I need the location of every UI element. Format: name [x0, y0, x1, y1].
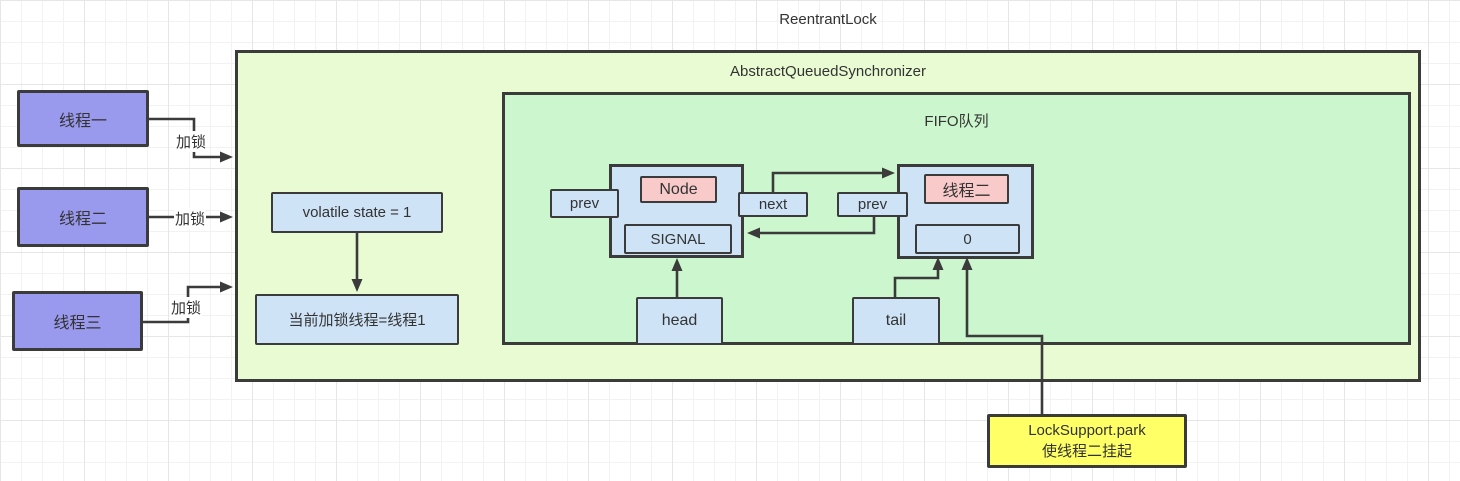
- node-1-prev-field: prev: [550, 189, 619, 218]
- aqs-label: AbstractQueuedSynchronizer: [730, 63, 926, 80]
- node-1-next-field: next: [738, 192, 808, 217]
- node-1-title: Node: [640, 176, 717, 203]
- node-1-waitstatus: SIGNAL: [624, 224, 732, 254]
- park-note-box: LockSupport.park 使线程二挂起: [987, 414, 1187, 468]
- current-owner-box: 当前加锁线程=线程1: [255, 294, 459, 345]
- head-pointer-box: head: [636, 297, 723, 345]
- lock-edge-label-1: 加锁: [175, 131, 208, 152]
- node-2-title: 线程二: [924, 174, 1009, 204]
- thread-2-box: 线程二: [17, 187, 149, 247]
- diagram-title: ReentrantLock: [779, 11, 877, 28]
- park-note-line2: 使线程二挂起: [1041, 443, 1132, 460]
- thread-3-box: 线程三: [12, 291, 143, 351]
- node-2-waitstatus: 0: [915, 224, 1020, 254]
- lock-edge-label-2: 加锁: [174, 208, 207, 229]
- node-2-prev-field: prev: [837, 192, 908, 217]
- fifo-queue-label: FIFO队列: [924, 113, 989, 130]
- thread-1-box: 线程一: [17, 90, 149, 147]
- lock-edge-label-3: 加锁: [170, 297, 203, 318]
- park-note-line1: LockSupport.park: [1028, 422, 1146, 439]
- tail-pointer-box: tail: [852, 297, 940, 345]
- volatile-state-box: volatile state = 1: [271, 192, 443, 233]
